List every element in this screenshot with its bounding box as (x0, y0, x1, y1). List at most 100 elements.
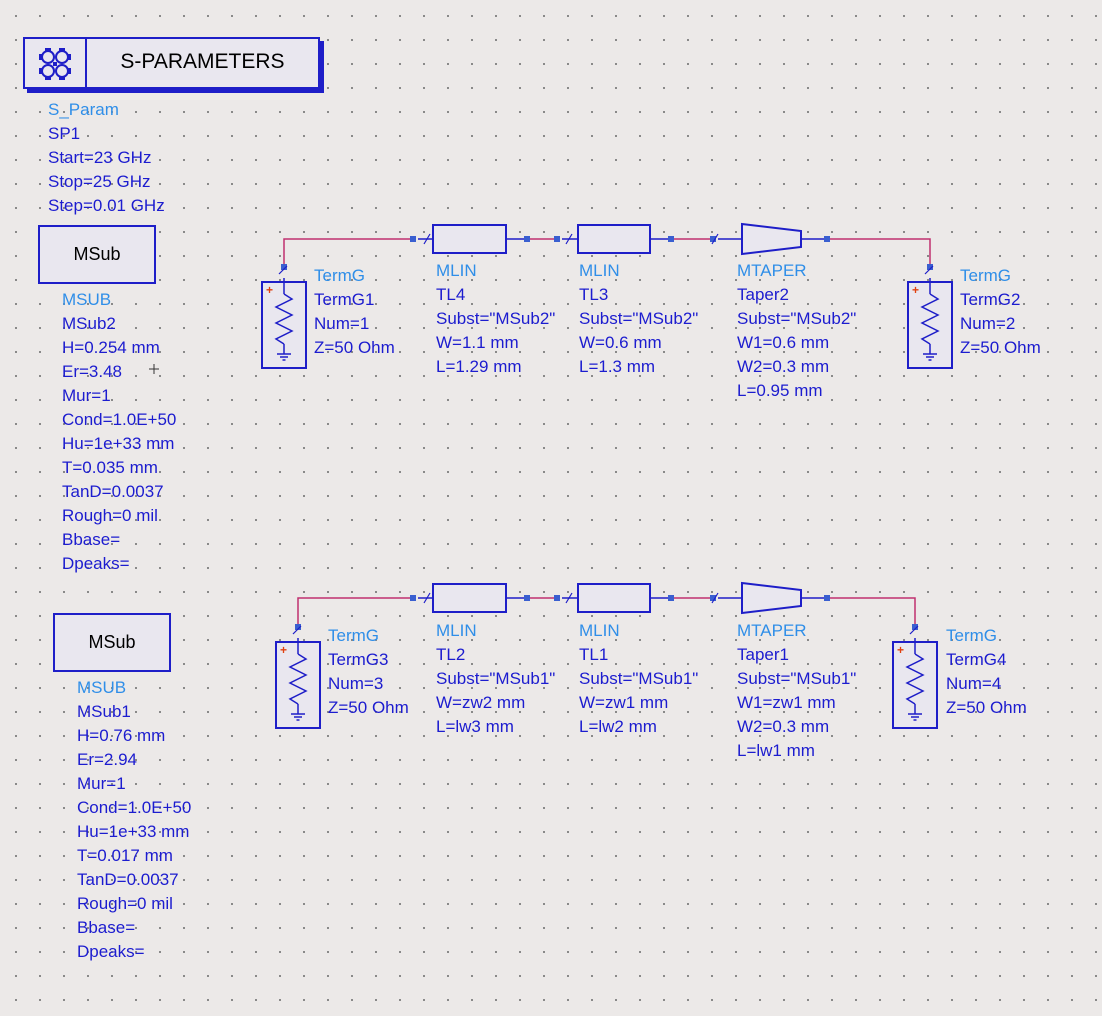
termg2-param: Num=2 (960, 314, 1016, 333)
taper2-label-block: MTAPER Taper2 Subst="MSub2" W1=0.6 mm W2… (737, 259, 856, 403)
s-parameters-controller[interactable]: S-PARAMETERS (23, 37, 320, 89)
msub2-component[interactable]: MSub (38, 225, 156, 284)
tl1-label-block: MLIN TL1 Subst="MSub1" W=zw1 mm L=lw2 mm (579, 619, 698, 739)
termg4-symbol[interactable] (892, 623, 938, 729)
tl3-type: MLIN (579, 261, 620, 280)
tl4-param: W=1.1 mm (436, 333, 519, 352)
termg4-type: TermG (946, 626, 997, 645)
msub2-param: Cond=1.0E+50 (62, 410, 177, 429)
bottom-circuit-wires (297, 597, 916, 626)
taper2-type: MTAPER (737, 261, 807, 280)
msub2-param: H=0.254 mm (62, 338, 160, 357)
taper2-param: W2=0.3 mm (737, 357, 830, 376)
tl4-param: L=1.29 mm (436, 357, 522, 376)
termg4-param: Z=50 Ohm (946, 698, 1027, 717)
termg3-symbol[interactable] (275, 623, 321, 729)
termg2-name: TermG2 (960, 290, 1021, 309)
s-param-type: S_Param (48, 100, 119, 119)
s-param-stop: Stop=25 GHz (48, 172, 151, 191)
mtaper-taper2-symbol[interactable] (710, 222, 830, 256)
s-parameters-icon-box (25, 39, 87, 87)
msub1-param: Hu=1e+33 mm (77, 822, 190, 841)
s-param-name: SP1 (48, 124, 81, 143)
msub1-type: MSUB (77, 678, 127, 697)
termg2-label-block: TermG TermG2 Num=2 Z=50 Ohm (960, 264, 1041, 360)
msub1-name: MSub1 (77, 702, 131, 721)
s-parameters-title: S-PARAMETERS (120, 50, 285, 73)
msub1-label-block: MSUB MSub1 H=0.76 mm Er=2.94 Mur=1 Cond=… (77, 676, 191, 964)
termg2-symbol[interactable] (907, 263, 953, 369)
termg4-param: Num=4 (946, 674, 1002, 693)
mtaper-taper1-symbol[interactable] (710, 581, 830, 615)
msub2-param: Dpeaks= (62, 554, 130, 573)
tl1-type: MLIN (579, 621, 620, 640)
msub2-param: Rough=0 mil (62, 506, 158, 525)
tl1-param: L=lw2 mm (579, 717, 657, 736)
msub1-param: Rough=0 mil (77, 894, 173, 913)
s-param-start: Start=23 GHz (48, 148, 152, 167)
tl2-param: Subst="MSub1" (436, 669, 556, 688)
msub2-param: TanD=0.0037 (62, 482, 164, 501)
mlin-tl3-symbol[interactable] (554, 224, 674, 254)
tl3-param: W=0.6 mm (579, 333, 662, 352)
tl1-name: TL1 (579, 645, 609, 664)
taper1-param: L=lw1 mm (737, 741, 815, 760)
termg1-symbol[interactable] (261, 263, 307, 369)
termg1-label-block: TermG TermG1 Num=1 Z=50 Ohm (314, 264, 395, 360)
tl3-name: TL3 (579, 285, 609, 304)
termg3-label-block: TermG TermG3 Num=3 Z=50 Ohm (328, 624, 409, 720)
termg1-type: TermG (314, 266, 365, 285)
msub2-label-block: MSUB MSub2 H=0.254 mm Er=3.48 Mur=1 Cond… (62, 288, 176, 576)
msub2-name: MSub2 (62, 314, 116, 333)
tl2-type: MLIN (436, 621, 477, 640)
termg2-type: TermG (960, 266, 1011, 285)
msub2-param: Mur=1 (62, 386, 111, 405)
taper2-param: Subst="MSub2" (737, 309, 857, 328)
msub2-param: Hu=1e+33 mm (62, 434, 175, 453)
mlin-tl2-symbol[interactable] (410, 583, 530, 613)
termg3-type: TermG (328, 626, 379, 645)
taper1-param: W2=0.3 mm (737, 717, 830, 736)
s-param-step: Step=0.01 GHz (48, 196, 165, 215)
msub1-param: T=0.017 mm (77, 846, 173, 865)
tl4-name: TL4 (436, 285, 466, 304)
taper1-param: W1=zw1 mm (737, 693, 836, 712)
msub1-param: Bbase= (77, 918, 136, 937)
termg3-name: TermG3 (328, 650, 389, 669)
termg2-param: Z=50 Ohm (960, 338, 1041, 357)
tl2-param: L=lw3 mm (436, 717, 514, 736)
taper2-param: W1=0.6 mm (737, 333, 830, 352)
termg1-name: TermG1 (314, 290, 375, 309)
mlin-tl1-symbol[interactable] (554, 583, 674, 613)
tl4-type: MLIN (436, 261, 477, 280)
msub1-component[interactable]: MSub (53, 613, 171, 672)
tl1-param: W=zw1 mm (579, 693, 669, 712)
tl4-param: Subst="MSub2" (436, 309, 556, 328)
termg3-param: Num=3 (328, 674, 384, 693)
mlin-tl4-symbol[interactable] (410, 224, 530, 254)
msub1-param: Cond=1.0E+50 (77, 798, 192, 817)
termg4-label-block: TermG TermG4 Num=4 Z=50 Ohm (946, 624, 1027, 720)
tl2-param: W=zw2 mm (436, 693, 526, 712)
gear-cluster-icon (39, 48, 71, 80)
msub1-param: Mur=1 (77, 774, 126, 793)
crosshair-cursor-icon (149, 364, 159, 374)
msub2-param: T=0.035 mm (62, 458, 158, 477)
tl3-param: Subst="MSub2" (579, 309, 699, 328)
termg3-param: Z=50 Ohm (328, 698, 409, 717)
tl3-label-block: MLIN TL3 Subst="MSub2" W=0.6 mm L=1.3 mm (579, 259, 698, 379)
tl4-label-block: MLIN TL4 Subst="MSub2" W=1.1 mm L=1.29 m… (436, 259, 555, 379)
tl2-name: TL2 (436, 645, 466, 664)
taper2-param: L=0.95 mm (737, 381, 823, 400)
msub1-param: TanD=0.0037 (77, 870, 179, 889)
taper1-label-block: MTAPER Taper1 Subst="MSub1" W1=zw1 mm W2… (737, 619, 856, 763)
taper1-param: Subst="MSub1" (737, 669, 857, 688)
msub2-param: Bbase= (62, 530, 121, 549)
tl2-label-block: MLIN TL2 Subst="MSub1" W=zw2 mm L=lw3 mm (436, 619, 555, 739)
msub2-type: MSUB (62, 290, 112, 309)
taper2-name: Taper2 (737, 285, 789, 304)
msub1-param: H=0.76 mm (77, 726, 166, 745)
tl1-param: Subst="MSub1" (579, 669, 699, 688)
termg1-param: Num=1 (314, 314, 370, 333)
